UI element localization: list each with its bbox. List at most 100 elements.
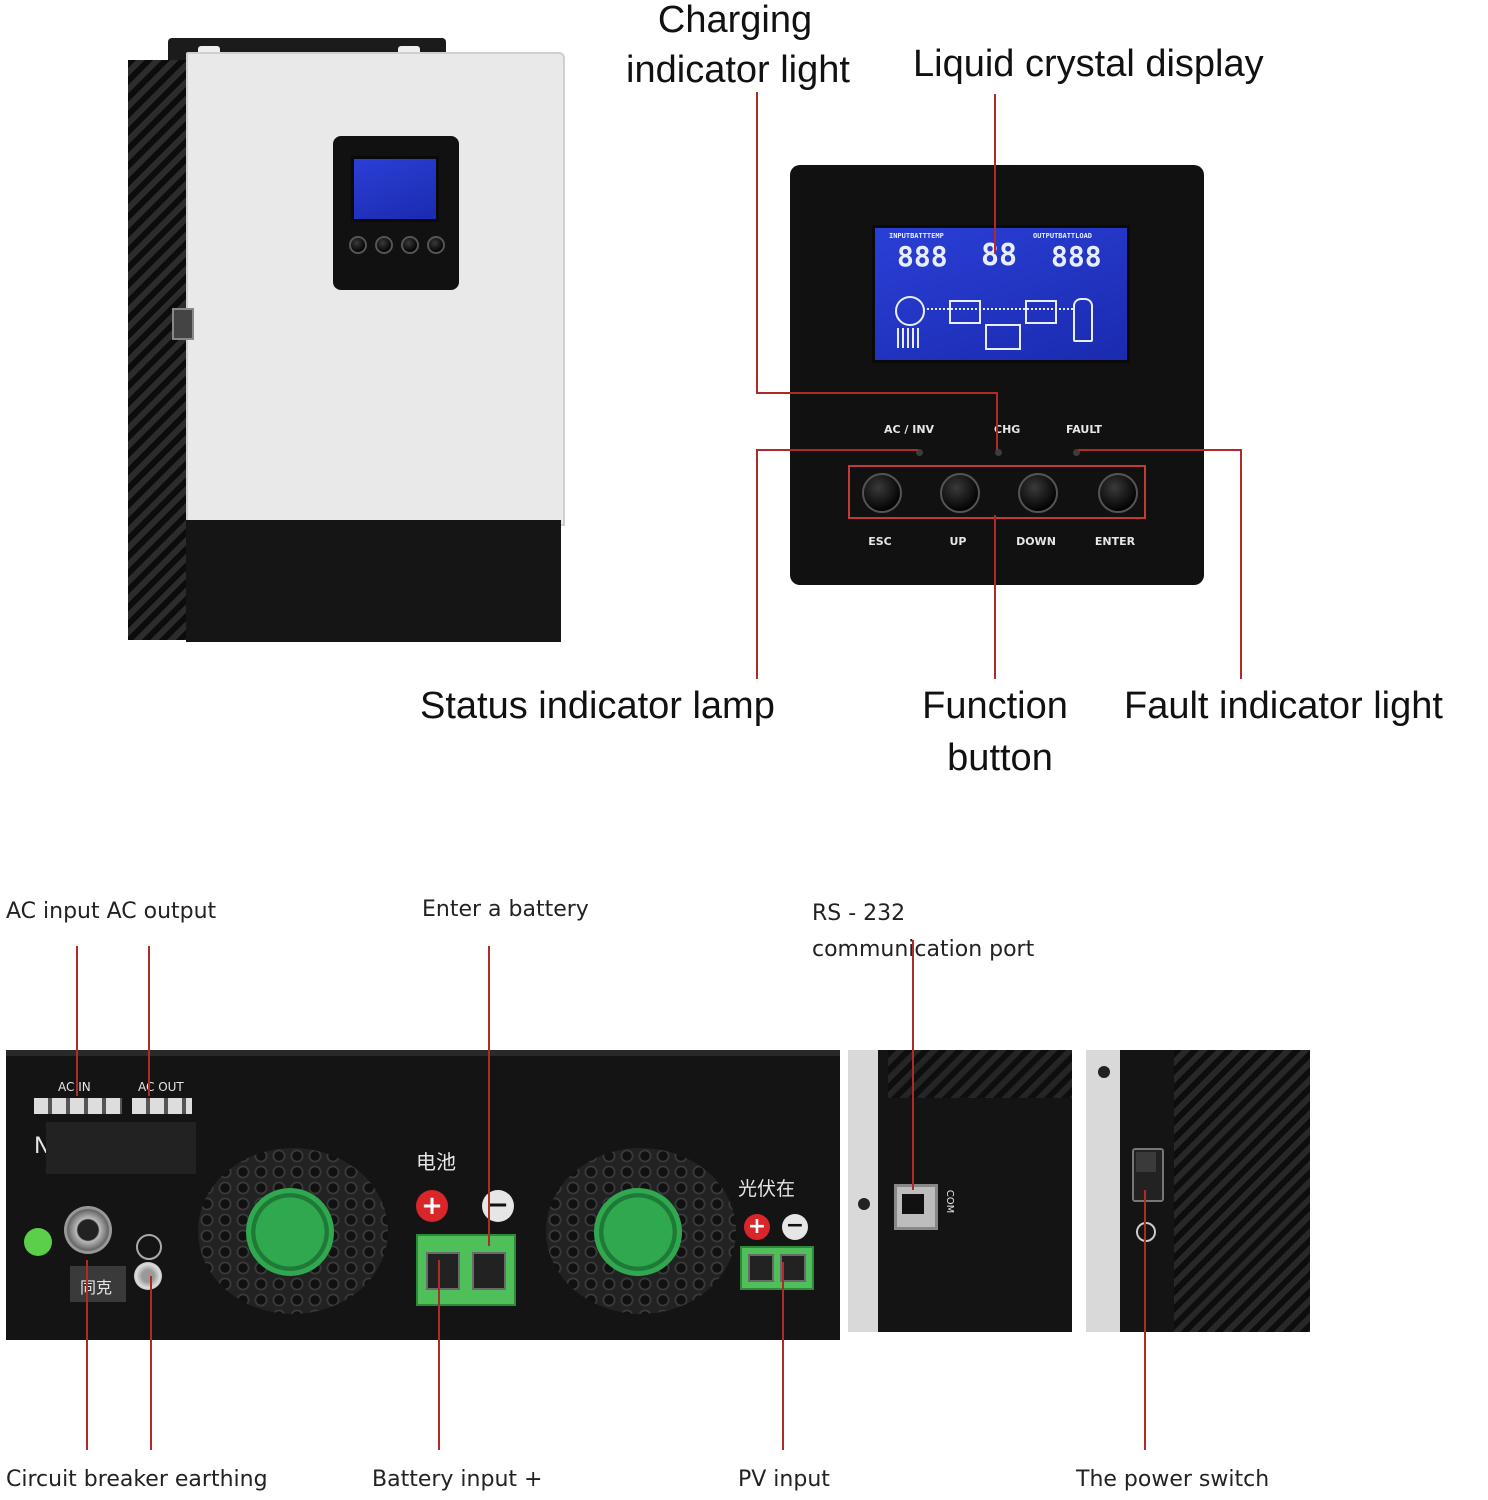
fan-left-hub — [246, 1188, 334, 1276]
leader-power-switch — [1144, 1190, 1146, 1450]
callout-status-lamp: Status indicator lamp — [420, 685, 775, 727]
leader-charging-horiz — [756, 392, 998, 394]
lcd-grid-icon — [895, 296, 925, 326]
leader-enter-battery — [488, 946, 490, 1246]
callout-charging-line1: Charging — [657, 0, 813, 41]
charging-led — [995, 449, 1002, 456]
battery-minus-slot — [472, 1252, 506, 1290]
callout-lcd: Liquid crystal display — [913, 43, 1264, 85]
earth-screw — [134, 1262, 162, 1290]
ac-out-label: AC OUT — [138, 1080, 184, 1094]
lcd-screen: INPUTBATTTEMP OUTPUTBATTLOAD 888 88 888 — [872, 225, 1130, 363]
breaker-label: 同克 — [70, 1266, 126, 1302]
rs232-screw — [858, 1198, 870, 1210]
callout-charging-line2: indicator light — [626, 49, 850, 91]
pv-cn-label: 光伏在 — [738, 1178, 796, 1200]
rs232-side-strip — [848, 1050, 878, 1332]
esc-label: ESC — [868, 535, 892, 548]
bracket-slot — [398, 46, 420, 56]
fan-right-hub — [594, 1188, 682, 1276]
com-label: COM — [944, 1189, 956, 1214]
leader-lcd — [994, 94, 996, 254]
leader-earthing — [150, 1276, 152, 1450]
pv-minus-slot — [780, 1254, 806, 1282]
up-label: UP — [949, 535, 967, 548]
leader-fault-horiz — [1078, 449, 1242, 451]
indicator-chg-label: CHG — [994, 423, 1021, 436]
leader-rs232 — [912, 940, 914, 1190]
callout-pv-input: PV input — [738, 1467, 830, 1492]
pv-minus-icon: − — [782, 1214, 808, 1240]
pv-plus-slot — [748, 1254, 774, 1282]
rear-panel: AC IN AC OUT N 同克 电池 + − 光伏在 + − — [6, 1050, 840, 1340]
battery-plus-icon: + — [416, 1190, 448, 1222]
callout-battery-input: Battery input + — [372, 1467, 543, 1492]
callout-breaker-earthing: Circuit breaker earthing — [6, 1467, 268, 1492]
enter-label: ENTER — [1094, 535, 1136, 548]
lcd-charger-icon — [1025, 300, 1057, 324]
mini-buttons — [349, 236, 445, 256]
side-vent — [128, 60, 192, 640]
leader-pv-input — [782, 1262, 784, 1450]
status-led — [916, 449, 923, 456]
rs232-vent — [888, 1050, 1072, 1098]
switch-vent — [1174, 1050, 1310, 1332]
rocker-top — [1136, 1152, 1156, 1172]
down-button[interactable] — [1018, 473, 1058, 513]
up-button[interactable] — [940, 473, 980, 513]
power-icon — [1136, 1222, 1156, 1242]
indicator-ac-inv-label: AC / INV — [884, 423, 935, 436]
mini-button — [427, 236, 445, 254]
power-switch-closeup — [1086, 1050, 1310, 1332]
mini-button — [401, 236, 419, 254]
mini-lcd — [351, 156, 439, 222]
callout-rs232-line1: RS - 232 — [812, 901, 906, 926]
mini-button — [349, 236, 367, 254]
lcd-digits-left: 888 — [897, 240, 948, 273]
battery-cn-label: 电池 — [416, 1150, 456, 1174]
enter-button[interactable] — [1098, 473, 1138, 513]
leader-status-vert — [756, 449, 758, 679]
leader-status-horiz — [756, 449, 918, 451]
callout-battery: Enter a battery — [422, 897, 589, 922]
lcd-flow-line — [923, 308, 1073, 310]
leader-ac-output — [148, 946, 150, 1096]
leader-ac-input — [76, 946, 78, 1096]
rs232-port-hole — [902, 1194, 924, 1214]
switch-side-strip — [1086, 1050, 1120, 1332]
esc-button[interactable] — [862, 473, 902, 513]
leader-breaker — [86, 1260, 88, 1450]
bracket-slot — [198, 46, 220, 56]
lcd-digits-mid: 88 — [981, 238, 1018, 273]
lcd-inverter-icon — [949, 300, 981, 324]
down-label: DOWN — [1016, 535, 1056, 548]
leader-charging-drop — [996, 392, 998, 450]
leader-function — [994, 515, 996, 679]
mini-control-panel — [333, 136, 459, 290]
side-port — [172, 308, 194, 340]
ac-in-terminal — [34, 1098, 122, 1114]
ac-out-terminal — [132, 1098, 192, 1114]
breaker-sticker — [24, 1228, 52, 1256]
callout-rs232-line2: communication port — [812, 937, 1035, 962]
ac-in-label: AC IN — [58, 1080, 91, 1094]
function-button-box — [848, 465, 1146, 519]
lcd-solar-icon — [897, 328, 919, 348]
switch-screw — [1098, 1066, 1110, 1078]
leader-battery-input — [438, 1260, 440, 1450]
lcd-load-icon — [1073, 298, 1093, 342]
lcd-label-output: OUTPUTBATTLOAD — [1033, 232, 1093, 240]
lcd-label-input: INPUTBATTTEMP — [889, 232, 944, 240]
callout-power-switch: The power switch — [1076, 1467, 1270, 1492]
lcd-digits-right: 888 — [1051, 240, 1102, 273]
terminal-cover — [46, 1122, 196, 1174]
fault-led — [1073, 449, 1080, 456]
pv-plus-icon: + — [744, 1214, 770, 1240]
callout-ac-io: AC input AC output — [6, 899, 217, 924]
leader-charging-vert — [756, 92, 758, 392]
battery-minus-icon: − — [482, 1190, 514, 1222]
control-panel-closeup: INPUTBATTTEMP OUTPUTBATTLOAD 888 88 888 … — [790, 165, 1204, 585]
breaker-knob — [64, 1206, 112, 1254]
rs232-closeup: COM — [848, 1050, 1072, 1332]
breaker-cn-text: 同克 — [80, 1278, 113, 1297]
